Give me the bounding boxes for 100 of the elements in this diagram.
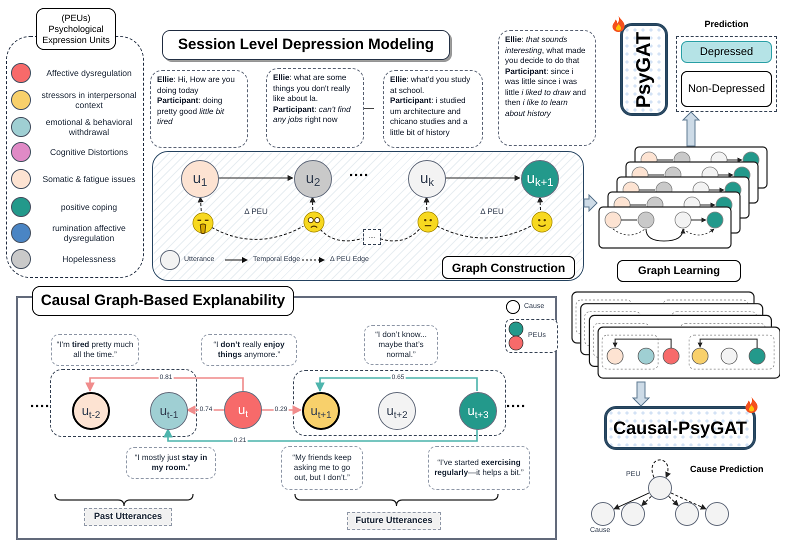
class-option-box xyxy=(681,41,772,63)
legend-label: Affective dysregulation xyxy=(45,68,133,78)
quote-text: “I don’t really enjoy things anymore.” xyxy=(212,340,286,360)
graph-node xyxy=(591,502,615,526)
utterance-node xyxy=(294,160,332,198)
node-label: u$_{k}$ xyxy=(420,168,434,190)
quote-text: “I've started exercising regularly—it helps a bit.” xyxy=(433,458,525,478)
connector-line xyxy=(211,226,304,240)
quote-bubble xyxy=(428,446,530,490)
arrow xyxy=(537,196,544,210)
utterance-node xyxy=(521,160,559,198)
arrow xyxy=(424,196,430,210)
legend-label: Cognitive Distortions xyxy=(49,147,129,157)
heading-box xyxy=(442,256,575,279)
node-label: u$_{t+1}$ xyxy=(310,402,332,421)
quote-text: “I mostly just stay in my room.” xyxy=(134,453,208,473)
quote-bubble xyxy=(364,325,438,365)
legend-heading: (PEUs) Psychological Expression Units xyxy=(36,8,116,50)
quote-text: “I don’t know... maybe that’s normal.” xyxy=(374,330,428,360)
legend-label: emotional & behavioral withdrawal xyxy=(44,117,134,137)
emoji-face-icon xyxy=(417,211,439,233)
dialogue-line: Ellie: Hi, How are you doing today xyxy=(157,75,236,96)
connector-line xyxy=(320,228,362,242)
quote-bubble xyxy=(201,334,297,366)
arrow xyxy=(198,196,204,212)
title-box xyxy=(162,30,450,60)
node-label: u$_{t+3}$ xyxy=(467,402,489,421)
arrow xyxy=(641,496,652,506)
node-label: u$_{t+2}$ xyxy=(386,402,408,421)
ellipsis-box xyxy=(363,229,381,245)
quote-bubble xyxy=(281,446,363,490)
heading-text: Graph Construction xyxy=(452,260,566,276)
dialogue-bubble xyxy=(266,68,364,148)
node-label: u$_{t-1}$ xyxy=(160,402,178,421)
graph-node xyxy=(705,502,729,526)
arrow xyxy=(163,428,478,442)
arrow xyxy=(218,175,294,181)
dialogue-bubble xyxy=(498,30,596,146)
utterance-node xyxy=(181,160,219,198)
quote-bubble xyxy=(51,334,139,366)
emoji-face-icon xyxy=(531,211,553,233)
model-name: Causal-PsyGAT xyxy=(613,416,747,440)
dashed-group xyxy=(50,369,197,437)
dashed-group xyxy=(293,370,506,436)
heading-text: Graph Learning xyxy=(638,264,720,279)
ellipsis-text: ···· xyxy=(349,168,369,183)
ellipsis-text: ···· xyxy=(506,399,526,414)
legend-label: positive coping xyxy=(60,202,118,212)
arrow xyxy=(668,496,679,506)
graph-node xyxy=(621,502,645,526)
dialogue-line: Participant: doing pretty good little bit tired xyxy=(157,96,226,128)
tag-box xyxy=(84,508,172,526)
arrow xyxy=(85,377,244,392)
dialogue-bubble xyxy=(150,70,248,148)
legend-label: Hopelessness xyxy=(61,254,117,264)
graph-node xyxy=(648,476,672,500)
block-arrow xyxy=(584,194,598,212)
arrow xyxy=(652,459,670,478)
emoji-face-icon xyxy=(192,212,214,234)
tag-box xyxy=(347,512,441,530)
dialogue-line: Ellie: that sounds interesting, what made you decide to do that xyxy=(505,35,586,66)
model-box xyxy=(620,23,668,116)
panel-heading: Causal Graph-Based Explanability xyxy=(32,286,294,316)
node-label: u$_{t-2}$ xyxy=(82,402,100,421)
legend-label: rumination affective dysregulation xyxy=(51,223,127,243)
dialogue-line: Participant: can't find any jobs right now xyxy=(273,104,352,126)
edge-label: Δ PEU xyxy=(479,208,505,216)
block-arrow xyxy=(632,382,650,407)
arrow xyxy=(670,492,707,510)
dialogue-line: Ellie: what are some things you don't really like about la. xyxy=(273,73,352,104)
dialogue-line: Participant: since i was little since i was little i liked to draw and then i like to learn about history xyxy=(505,66,587,119)
arrow xyxy=(613,492,650,510)
dialogue-line: Participant: i studied um architecture and chicano studies and a little bit of history xyxy=(390,96,468,138)
block-arrow xyxy=(682,111,700,146)
tag-text: Past Utterances xyxy=(94,510,162,524)
arrow xyxy=(315,377,478,392)
connector-line xyxy=(436,226,532,238)
model-name: PsyGAT xyxy=(634,31,654,108)
emoji-face-icon xyxy=(303,211,325,233)
tag-text: Future Utterances xyxy=(355,514,433,528)
dialogue-line: Ellie: what'd you study at school. xyxy=(390,75,472,96)
edge-label: Δ PEU xyxy=(243,208,269,216)
section-caption: Cause Prediction xyxy=(690,463,764,476)
quote-text: “My friends keep asking me to go out, but I don’t.” xyxy=(291,453,353,483)
arrow xyxy=(444,175,521,181)
panel-heading: Prediction xyxy=(703,18,750,31)
option-text: Depressed xyxy=(700,44,754,60)
connector-line xyxy=(380,228,420,242)
node-label: u$_{t}$ xyxy=(238,401,248,420)
heading-text: Session Level Depression Modeling xyxy=(178,34,434,55)
dialogue-bubble xyxy=(383,70,483,148)
legend-label: Somatic & fatigue issues xyxy=(41,174,137,184)
utterance-node xyxy=(408,160,446,198)
node-label: u$_{1}$ xyxy=(192,168,208,190)
node-label: u$_{k+1}$ xyxy=(526,168,554,190)
ellipsis-text: ···· xyxy=(30,399,50,414)
model-box xyxy=(604,406,756,450)
legend-label: stressors in interpersonal context xyxy=(40,90,138,110)
hatched-panel xyxy=(152,151,584,281)
arrow xyxy=(310,196,316,210)
